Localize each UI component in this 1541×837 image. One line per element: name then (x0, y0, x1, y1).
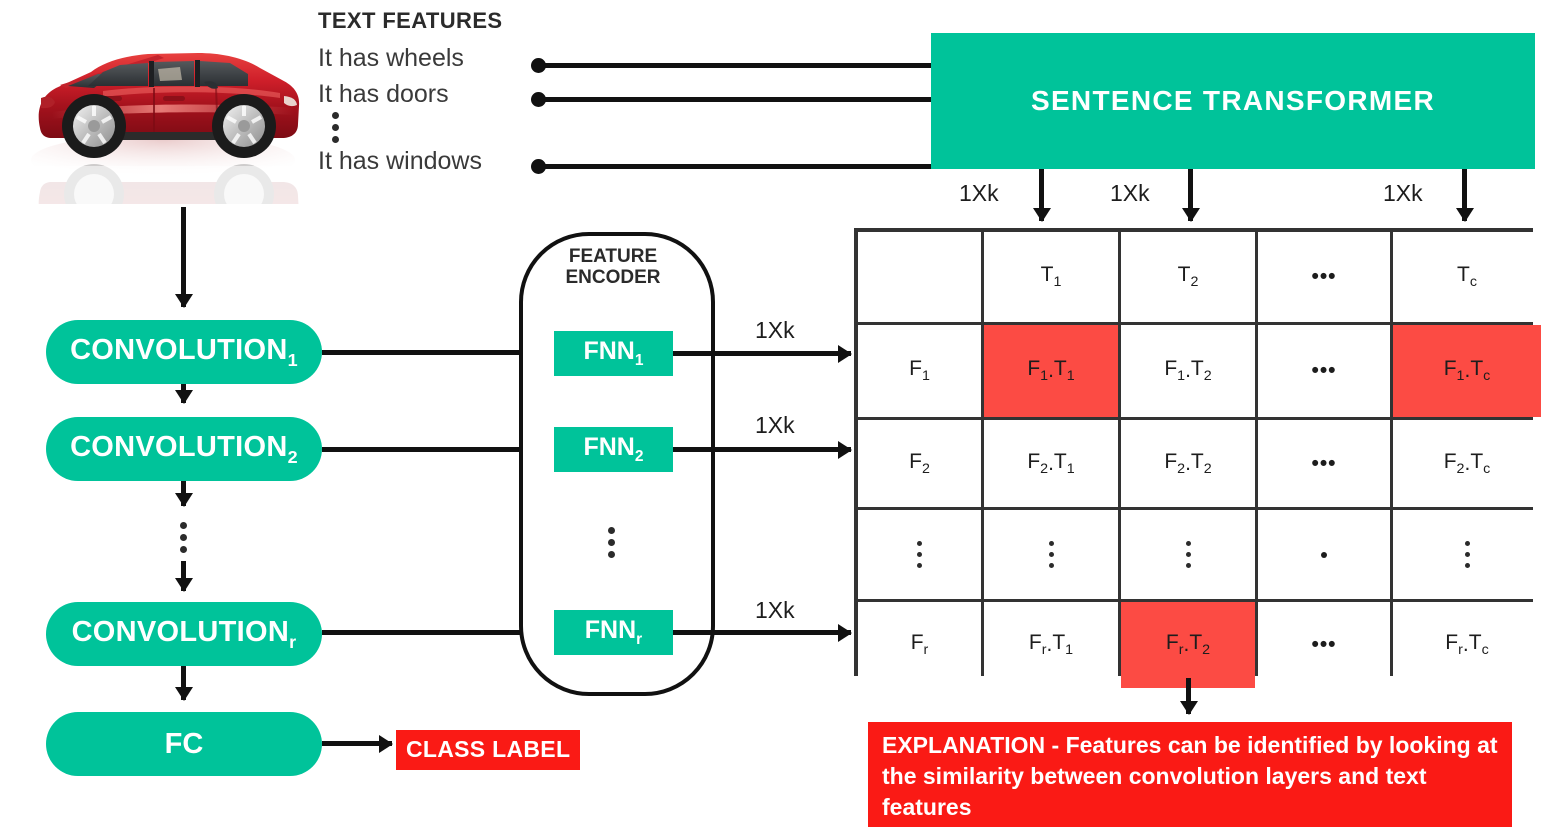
matrix-cell-highlighted[interactable]: F1.Tc (1393, 325, 1541, 417)
convolution-block-1[interactable]: CONVOLUTION1 (46, 320, 322, 384)
matrix-cell[interactable]: F2.Tc (1393, 420, 1541, 507)
vertical-dots-icon (917, 541, 922, 568)
car-image (8, 14, 318, 204)
matrix-cell-highlighted[interactable]: Fr.T2 (1121, 602, 1255, 688)
fnn1-to-matrix-arrow (673, 351, 851, 356)
dim-label-transformer-2: 1Xk (1110, 180, 1150, 206)
convolution-ellipsis-icon (180, 522, 187, 553)
horizontal-dots-icon: ••• (1311, 633, 1337, 656)
matrix-cell[interactable] (1393, 510, 1541, 599)
dim-label-transformer-3: 1Xk (1383, 180, 1423, 206)
matrix-header-cell: T2 (1121, 232, 1255, 322)
matrix-header-cell: ••• (1258, 232, 1390, 322)
fc-label: FC (164, 727, 204, 760)
class-label-badge: CLASS LABEL (396, 730, 581, 770)
explanation-box: EXPLANATION - Features can be identified… (868, 722, 1512, 827)
vertical-dots-icon (1048, 541, 1054, 568)
convr-to-fc-arrow (181, 666, 186, 700)
dim-label-fnn-1: 1Xk (755, 317, 795, 343)
conv1-to-conv2-arrow (181, 384, 186, 403)
convolution-block-2-label: CONVOLUTION2 (70, 430, 298, 467)
sentence-transformer-label: SENTENCE TRANSFORMER (1030, 85, 1435, 116)
fc-to-class-label-arrow (322, 741, 392, 746)
fnn-block-1-label: FNN1 (583, 337, 644, 369)
feature-connector-line (538, 97, 934, 102)
dot-icon (1321, 551, 1327, 558)
matrix-cell[interactable]: ••• (1258, 420, 1390, 507)
convolution-block-2[interactable]: CONVOLUTION2 (46, 417, 322, 481)
matrix-header-cell: T1 (984, 232, 1118, 322)
transformer-output-arrow (1188, 169, 1193, 221)
matrix-cell[interactable]: F2.T1 (984, 420, 1118, 507)
convolution-block-r-label: CONVOLUTIONr (71, 615, 297, 652)
feature-connector-line (538, 63, 934, 68)
convr-to-fnnr-arrow (322, 630, 550, 635)
transformer-output-arrow (1039, 169, 1044, 221)
transformer-output-arrow (1462, 169, 1467, 221)
matrix-to-explanation-arrow (1186, 678, 1191, 714)
vertical-dots-icon (1464, 541, 1470, 568)
dim-label-fnn-3: 1Xk (755, 597, 795, 623)
feature-connector-line (538, 164, 934, 169)
text-features-ellipsis-icon (332, 112, 339, 143)
dim-label-transformer-1: 1Xk (959, 180, 999, 206)
matrix-corner-cell (858, 232, 981, 322)
matrix-cell-highlighted[interactable]: F1.T1 (984, 325, 1118, 417)
matrix-cell[interactable]: Fr.T1 (984, 602, 1118, 688)
horizontal-dots-icon: ••• (1311, 265, 1337, 288)
matrix-row-label: F2 (858, 420, 981, 507)
matrix-cell[interactable] (1121, 510, 1255, 599)
matrix-cell[interactable]: ••• (1258, 602, 1390, 688)
matrix-row-label: Fr (858, 602, 981, 688)
convolution-block-1-label: CONVOLUTION1 (70, 333, 298, 370)
fnn-block-1[interactable]: FNN1 (554, 331, 673, 376)
feature-encoder-title-line2: ENCODER (565, 267, 661, 289)
fnn2-to-matrix-arrow (673, 447, 851, 452)
conv2-to-fnn2-arrow (322, 447, 550, 452)
fnn-block-2-label: FNN2 (583, 433, 644, 465)
text-feature-item: It has wheels (318, 44, 464, 72)
matrix-row-label: F1 (858, 325, 981, 417)
fnn-block-r-label: FNNr (584, 616, 643, 648)
matrix-cell[interactable] (984, 510, 1118, 599)
conv2-to-dots-arrow (181, 481, 186, 506)
conv1-to-fnn1-arrow (322, 350, 550, 355)
fnnr-to-matrix-arrow (673, 630, 851, 635)
text-features-title: TEXT FEATURES (318, 8, 503, 33)
fnn-block-r[interactable]: FNNr (554, 610, 673, 655)
horizontal-dots-icon: ••• (1311, 451, 1337, 475)
feature-encoder-title: FEATURE ENCODER (519, 246, 707, 289)
matrix-cell[interactable]: Fr.Tc (1393, 602, 1541, 688)
matrix-row-label (858, 510, 981, 599)
dots-to-convr-arrow (181, 561, 186, 591)
car-to-conv1-arrow (181, 207, 186, 307)
text-feature-item: It has doors (318, 80, 449, 108)
matrix-cell[interactable]: F1.T2 (1121, 325, 1255, 417)
matrix-cell[interactable] (1258, 510, 1390, 599)
feature-encoder-title-line1: FEATURE (568, 246, 658, 267)
vertical-dots-icon (1185, 541, 1191, 568)
dim-label-fnn-2: 1Xk (755, 412, 795, 438)
horizontal-dots-icon: ••• (1311, 359, 1337, 382)
sentence-transformer-block[interactable]: SENTENCE TRANSFORMER (931, 33, 1535, 169)
text-feature-item: It has windows (318, 147, 482, 175)
matrix-header-cell: Tc (1393, 232, 1541, 322)
fnn-block-2[interactable]: FNN2 (554, 427, 673, 472)
convolution-block-r[interactable]: CONVOLUTIONr (46, 602, 322, 666)
matrix-cell[interactable]: ••• (1258, 325, 1390, 417)
fnn-ellipsis-icon (608, 527, 615, 558)
matrix-cell[interactable]: F2.T2 (1121, 420, 1255, 507)
fc-block[interactable]: FC (46, 712, 322, 776)
